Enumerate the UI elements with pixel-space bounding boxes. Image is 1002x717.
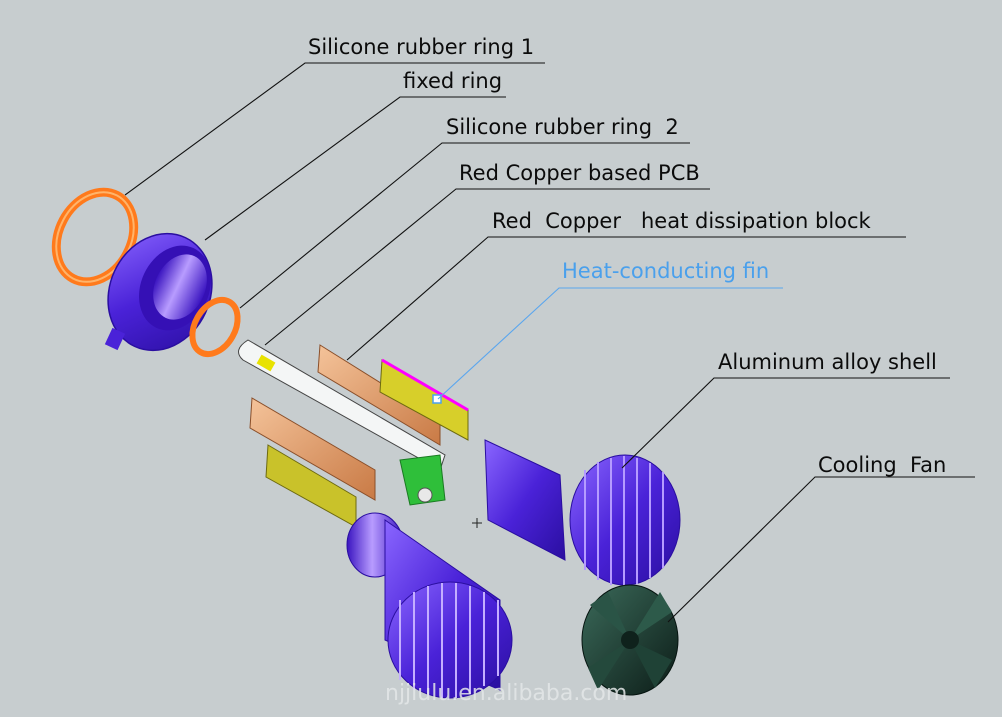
aluminum-shell-lower-part (346, 512, 513, 699)
silicone-ring-2-part (189, 296, 241, 358)
cooling-fan-part (581, 584, 679, 696)
label-fixed-ring: fixed ring (403, 69, 502, 93)
label-cooling-fan: Cooling Fan (818, 453, 946, 477)
leader-fin (437, 287, 783, 400)
aluminum-shell-part (484, 439, 681, 586)
leader-silicone-ring-1 (124, 62, 545, 196)
leader-heat-block (346, 236, 906, 361)
label-pcb: Red Copper based PCB (459, 161, 700, 185)
label-aluminum-shell: Aluminum alloy shell (718, 350, 937, 374)
crosshair-mark (472, 518, 482, 528)
label-silicone-ring-1: Silicone rubber ring 1 (308, 35, 534, 59)
leader-fixed-ring (204, 96, 506, 241)
label-heat-block: Red Copper heat dissipation block (492, 209, 872, 233)
watermark-text: njjiulu.en.alibaba.com (385, 681, 627, 706)
heat-fin-part (265, 358, 469, 528)
leader-fan (667, 476, 975, 623)
fixed-ring-part (104, 232, 213, 352)
leader-lines (124, 62, 975, 623)
label-silicone-ring-2: Silicone rubber ring 2 (446, 115, 679, 139)
leader-silicone-ring-2 (239, 142, 690, 309)
leader-shell (621, 377, 950, 469)
pcb-part (238, 339, 446, 506)
label-heat-fin: Heat-conducting fin (562, 259, 769, 283)
leader-pcb (264, 188, 710, 346)
